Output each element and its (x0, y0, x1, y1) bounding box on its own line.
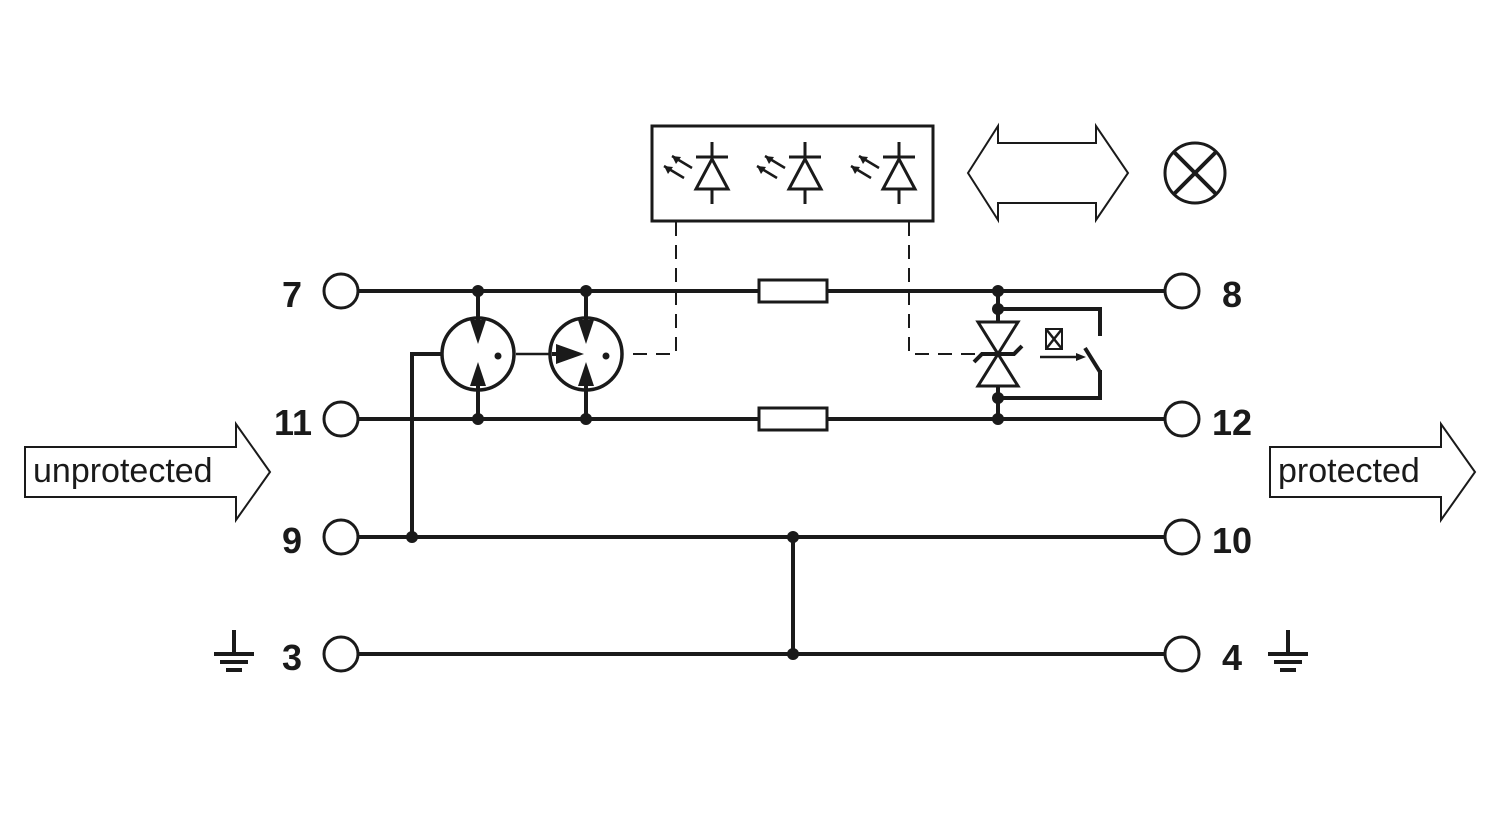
gas-discharge-tube-icon (548, 291, 624, 419)
double-arrow-icon (966, 122, 1130, 224)
resistor-icon (757, 406, 829, 432)
indicator-linkage-right (908, 222, 976, 355)
gas-discharge-tube-icon (440, 291, 516, 419)
tvs-diode-icon (972, 291, 1024, 419)
led-icon (663, 142, 731, 204)
terminal-8-label: 8 (1222, 274, 1242, 315)
terminal-7-label: 7 (282, 274, 302, 315)
resistor-icon (757, 278, 829, 304)
relay-coil-icon (1045, 328, 1063, 350)
actuation-arrowhead (1076, 353, 1086, 361)
terminal-11-label: 11 (274, 402, 312, 443)
terminal-10-label: 10 (1212, 520, 1252, 561)
unprotected-arrow: unprotected (24, 420, 272, 524)
terminal-circles (322, 272, 1201, 673)
terminal-12-label: 12 (1212, 402, 1252, 443)
junction-dots (406, 285, 1004, 660)
indicator-linkage-left (624, 222, 677, 355)
ground-icon (214, 630, 254, 672)
protected-label: protected (1278, 452, 1420, 490)
led-row (663, 142, 918, 204)
lamp-icon (1163, 141, 1227, 205)
terminal-4-label: 4 (1222, 637, 1242, 678)
led-indicator-box (650, 124, 935, 223)
switch-contact-icon (1083, 346, 1102, 374)
led-icon (756, 142, 824, 204)
unprotected-label: unprotected (33, 452, 213, 490)
protected-arrow: protected (1269, 420, 1477, 524)
status-loop-wire (998, 370, 1102, 400)
terminal-9-label: 9 (282, 520, 302, 561)
terminal-3-label: 3 (282, 637, 302, 678)
wire-gdt-ground-feed (410, 352, 446, 537)
led-icon (850, 142, 918, 204)
ground-icon (1268, 630, 1308, 672)
status-loop-wire (998, 307, 1102, 336)
